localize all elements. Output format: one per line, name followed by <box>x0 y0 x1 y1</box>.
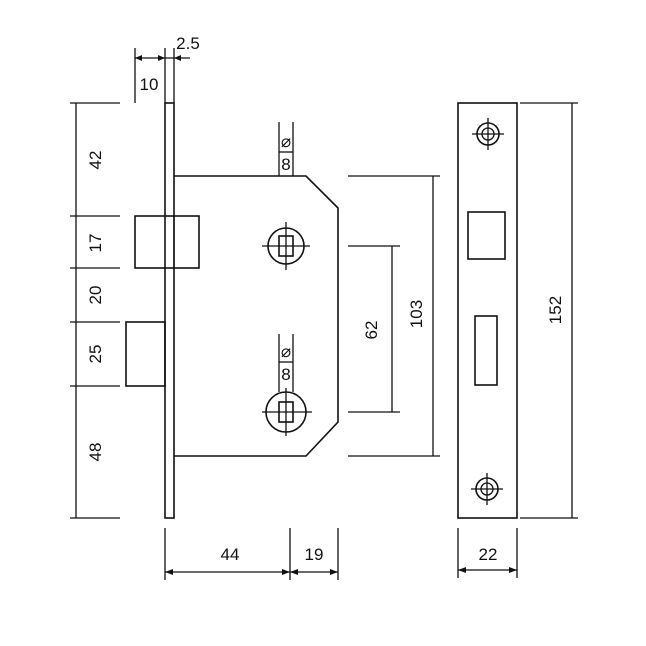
lower-spindle-icon <box>262 388 312 436</box>
dim-42-label: 42 <box>86 151 105 170</box>
dim-62-lines <box>348 245 400 413</box>
left-dimension-chain <box>70 102 120 519</box>
upper-spindle-size-label: 8 <box>281 155 290 174</box>
strike-latch-opening <box>467 211 506 260</box>
dim-25-label: 25 <box>86 345 105 364</box>
dim-22-label: 22 <box>479 545 498 564</box>
dim-103-label: 103 <box>407 300 426 328</box>
dim-17-label: 17 <box>86 234 105 253</box>
dim-10-label: 10 <box>140 75 159 94</box>
lower-spindle-size-marker <box>278 334 294 392</box>
strike-bottom-screw-icon <box>471 473 503 505</box>
dim-152-lines <box>520 102 578 519</box>
strike-plate <box>457 102 518 519</box>
strike-top-screw-icon <box>472 118 504 150</box>
dim-2-5-label: 2.5 <box>176 34 200 53</box>
lock-case-body <box>125 175 339 457</box>
dead-bolt <box>125 321 166 387</box>
upper-spindle-symbol: ⌀ <box>281 132 291 151</box>
upper-spindle-icon <box>262 222 310 270</box>
dim-62-label: 62 <box>362 321 381 340</box>
latch-bolt <box>134 215 200 269</box>
dim-48-label: 48 <box>86 443 105 462</box>
dim-20-label: 20 <box>86 286 105 305</box>
bottom-dimensions <box>164 528 339 580</box>
lower-spindle-size-label: 8 <box>281 365 290 384</box>
top-dimensions <box>134 48 190 103</box>
lower-spindle-symbol: ⌀ <box>281 342 291 361</box>
dim-22-lines <box>457 528 518 578</box>
dim-19-label: 19 <box>305 545 324 564</box>
dim-152-label: 152 <box>546 296 565 324</box>
upper-spindle-size-marker <box>278 122 294 176</box>
dim-103-lines <box>348 175 440 457</box>
forend-plate <box>164 102 175 519</box>
strike-bolt-opening <box>474 315 498 386</box>
dim-44-label: 44 <box>221 545 240 564</box>
